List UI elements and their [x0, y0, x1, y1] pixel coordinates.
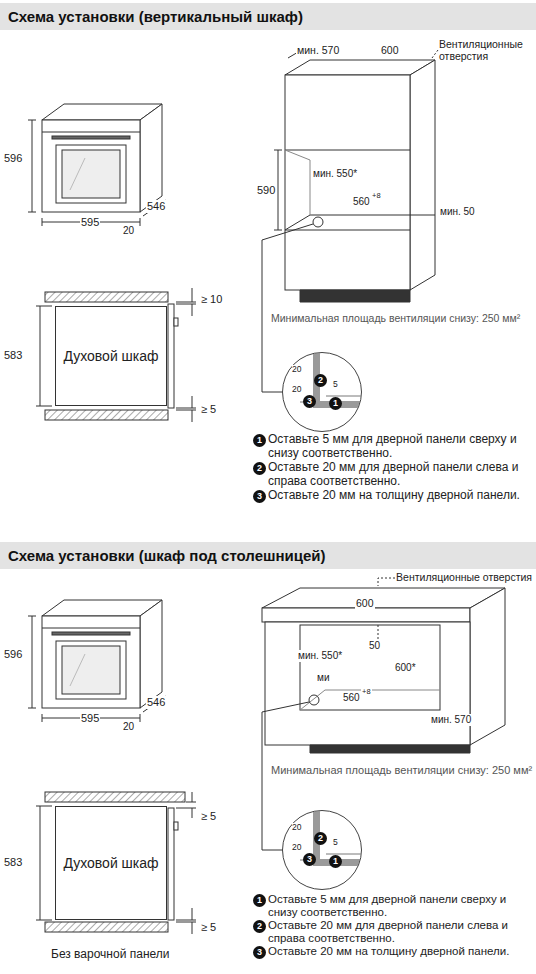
- dimension-label: 560: [342, 692, 361, 704]
- dimension-label: 583: [3, 856, 23, 869]
- callout-number: 1: [329, 855, 342, 868]
- callout-number: 2: [314, 832, 327, 845]
- callout-text: 3: [307, 854, 312, 864]
- dimension-label: мин. 50: [439, 206, 476, 218]
- callout-text: 3: [307, 396, 312, 406]
- callout-number: 3: [253, 946, 266, 959]
- note-text: Оставьте 5 мм для дверной панели сверху …: [268, 433, 532, 461]
- dimension-label: мин. 550*: [297, 650, 343, 662]
- dimension-label: 546: [146, 200, 166, 213]
- dimension-label: ми: [316, 672, 330, 684]
- callout-number: 2: [253, 462, 266, 475]
- callout-text: 3: [257, 491, 262, 501]
- node-text: Духовой шкаф: [63, 348, 158, 364]
- dimension-label: 595: [80, 216, 100, 229]
- note-text: Оставьте 20 мм на толщину дверной панели…: [268, 489, 532, 503]
- callout-text: 2: [318, 833, 323, 843]
- callout-number: 2: [253, 920, 266, 933]
- dimension-label: ≥ 5: [200, 403, 217, 416]
- dimension-label: 600: [355, 597, 375, 609]
- callout-number: 2: [314, 374, 327, 387]
- note-text: Оставьте 20 мм для дверной панели слева …: [268, 461, 532, 489]
- dimension-label: 596: [3, 152, 23, 165]
- callout-text: 1: [333, 856, 338, 866]
- section-heading: Схема установки (шкаф под столешницей): [0, 542, 536, 569]
- dimension-value: 20: [292, 385, 301, 394]
- dimension-label: 583: [3, 349, 23, 362]
- oven-box: Духовой шкаф: [55, 806, 167, 920]
- dimension-label: мин. 570: [296, 44, 340, 56]
- dimension-value: 5: [333, 838, 338, 847]
- dimension-label: мин. 550*: [312, 168, 358, 180]
- dimension-label: 590: [256, 184, 276, 197]
- callout-number: 1: [253, 894, 266, 907]
- dimension-label: ≥ 5: [200, 810, 217, 823]
- node-text: Схема установки (шкаф под столешницей): [8, 547, 326, 564]
- dimension-label: 600: [380, 44, 400, 56]
- callout-number: 1: [253, 434, 266, 447]
- note-text: Минимальная площадь вентиляции снизу: 25…: [271, 312, 533, 324]
- dimension-label: 595: [80, 712, 100, 725]
- dimension-label: ≥ 10: [200, 293, 223, 306]
- callout-text: 2: [257, 463, 262, 473]
- callout-number: 3: [253, 490, 266, 503]
- detail-circle: 20 20 5 2 3 1: [282, 810, 362, 890]
- dimension-label: +8: [371, 192, 382, 201]
- callout-text: 1: [333, 398, 338, 408]
- note-text: Минимальная площадь вентиляции снизу: 25…: [271, 764, 533, 777]
- detail-circle: 20 20 5 2 3 1: [282, 352, 362, 432]
- callout-text: 1: [257, 895, 262, 905]
- dimension-label: 560: [352, 196, 371, 208]
- dimension-label: ≥ 5: [200, 921, 217, 934]
- note-text: Оставьте 20 мм для дверной панели слева …: [268, 919, 532, 945]
- dimension-label: 546: [146, 696, 166, 709]
- dimension-value: 5: [333, 380, 338, 389]
- callout-text: 2: [257, 921, 262, 931]
- dimension-value: 20: [292, 823, 301, 832]
- callout-number: 1: [329, 397, 342, 410]
- dimension-label: 20: [122, 721, 135, 733]
- node-text: Духовой шкаф: [63, 855, 158, 871]
- note-text: Оставьте 5 мм для дверной панели сверху …: [268, 893, 532, 919]
- dimension-value: 20: [292, 365, 301, 374]
- dimension-label: 20: [122, 225, 135, 237]
- callout-text: 2: [318, 375, 323, 385]
- callout-text: 3: [257, 947, 262, 957]
- dimension-label: +8: [361, 688, 372, 697]
- dimension-label: 50: [368, 640, 381, 652]
- callout-number: 3: [303, 395, 316, 408]
- dimension-label: 600*: [394, 662, 417, 674]
- dimension-label: Без варочной панели: [50, 948, 171, 962]
- note-text: Оставьте 20 мм на толщину дверной панели…: [268, 945, 532, 958]
- dimension-value: 20: [292, 843, 301, 852]
- section-heading: Схема установки (вертикальный шкаф): [0, 3, 536, 30]
- dimension-label: 596: [3, 648, 23, 661]
- node-text: Схема установки (вертикальный шкаф): [8, 8, 303, 25]
- callout-number: 3: [303, 853, 316, 866]
- oven-box: Духовой шкаф: [55, 306, 167, 406]
- callout-text: 1: [257, 435, 262, 445]
- dimension-label: мин. 570: [430, 714, 472, 726]
- note-text: Вентиляционные отверстия: [439, 38, 533, 62]
- dimension-label: Вентиляционные отверстия: [395, 571, 533, 583]
